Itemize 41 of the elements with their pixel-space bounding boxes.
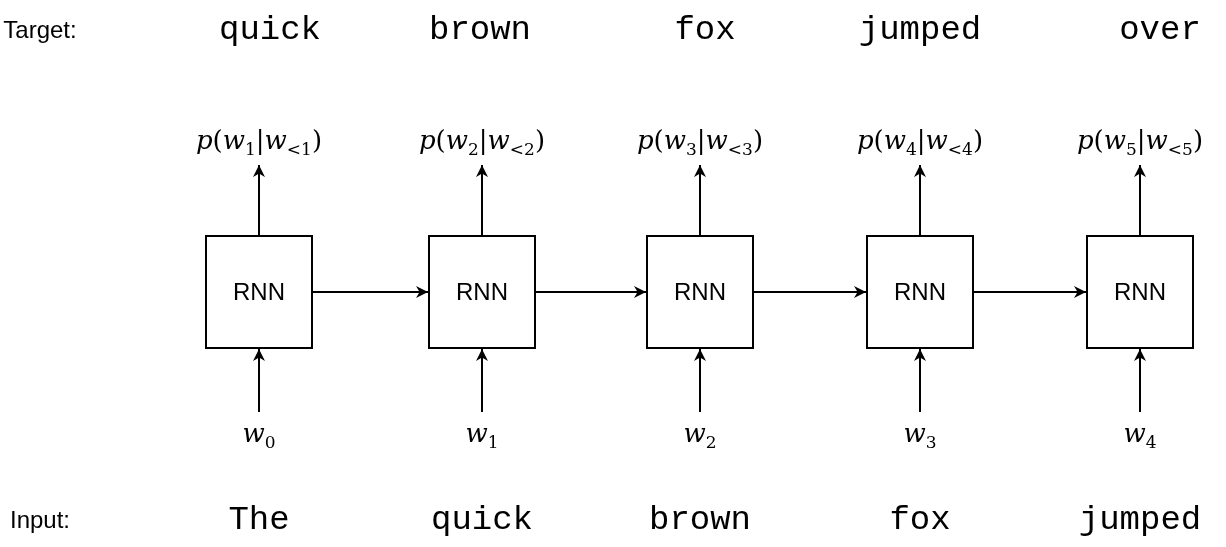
input-word: fox bbox=[889, 501, 951, 539]
arrow bbox=[535, 286, 647, 298]
input-word: The bbox=[228, 501, 290, 539]
input-word: brown bbox=[649, 501, 751, 539]
probability-formula: p(w$_{3}$|w$_{<3}$) bbox=[636, 124, 764, 160]
input-variable: w$_{0}$ bbox=[242, 417, 276, 453]
arrow bbox=[694, 164, 706, 236]
arrow bbox=[476, 348, 488, 413]
rnn-cell-box: RNN bbox=[428, 235, 536, 349]
probability-formula: p(w$_{2}$|w$_{<2}$) bbox=[418, 124, 546, 160]
input-word: jumped bbox=[1078, 501, 1202, 539]
input-variable: w$_{1}$ bbox=[465, 417, 499, 453]
arrow bbox=[973, 286, 1087, 298]
target-word: brown bbox=[429, 11, 531, 49]
target-word: over bbox=[1119, 11, 1201, 49]
probability-formula: p(w$_{1}$|w$_{<1}$) bbox=[195, 124, 323, 160]
arrow bbox=[914, 164, 926, 236]
input-variable: w$_{3}$ bbox=[903, 417, 937, 453]
rnn-cell-box: RNN bbox=[205, 235, 313, 349]
arrow bbox=[1134, 164, 1146, 236]
probability-formula: p(w$_{4}$|w$_{<4}$) bbox=[856, 124, 984, 160]
rnn-cell-box: RNN bbox=[646, 235, 754, 349]
arrow bbox=[914, 348, 926, 413]
input-variable: w$_{4}$ bbox=[1123, 417, 1157, 453]
rnn-cell-box: RNN bbox=[866, 235, 974, 349]
row-label: Target: bbox=[3, 16, 77, 44]
rnn-cell-box: RNN bbox=[1086, 235, 1194, 349]
row-label: Input: bbox=[10, 506, 70, 534]
input-variable: w$_{2}$ bbox=[683, 417, 717, 453]
arrow bbox=[253, 348, 265, 413]
input-word: quick bbox=[431, 501, 533, 539]
arrow bbox=[253, 164, 265, 236]
target-word: fox bbox=[674, 11, 736, 49]
arrow bbox=[694, 348, 706, 413]
probability-formula: p(w$_{5}$|w$_{<5}$) bbox=[1076, 124, 1204, 160]
arrow bbox=[312, 286, 429, 298]
arrow bbox=[753, 286, 867, 298]
arrow bbox=[476, 164, 488, 236]
target-word: jumped bbox=[858, 11, 982, 49]
arrow bbox=[1134, 348, 1146, 413]
target-word: quick bbox=[219, 11, 321, 49]
